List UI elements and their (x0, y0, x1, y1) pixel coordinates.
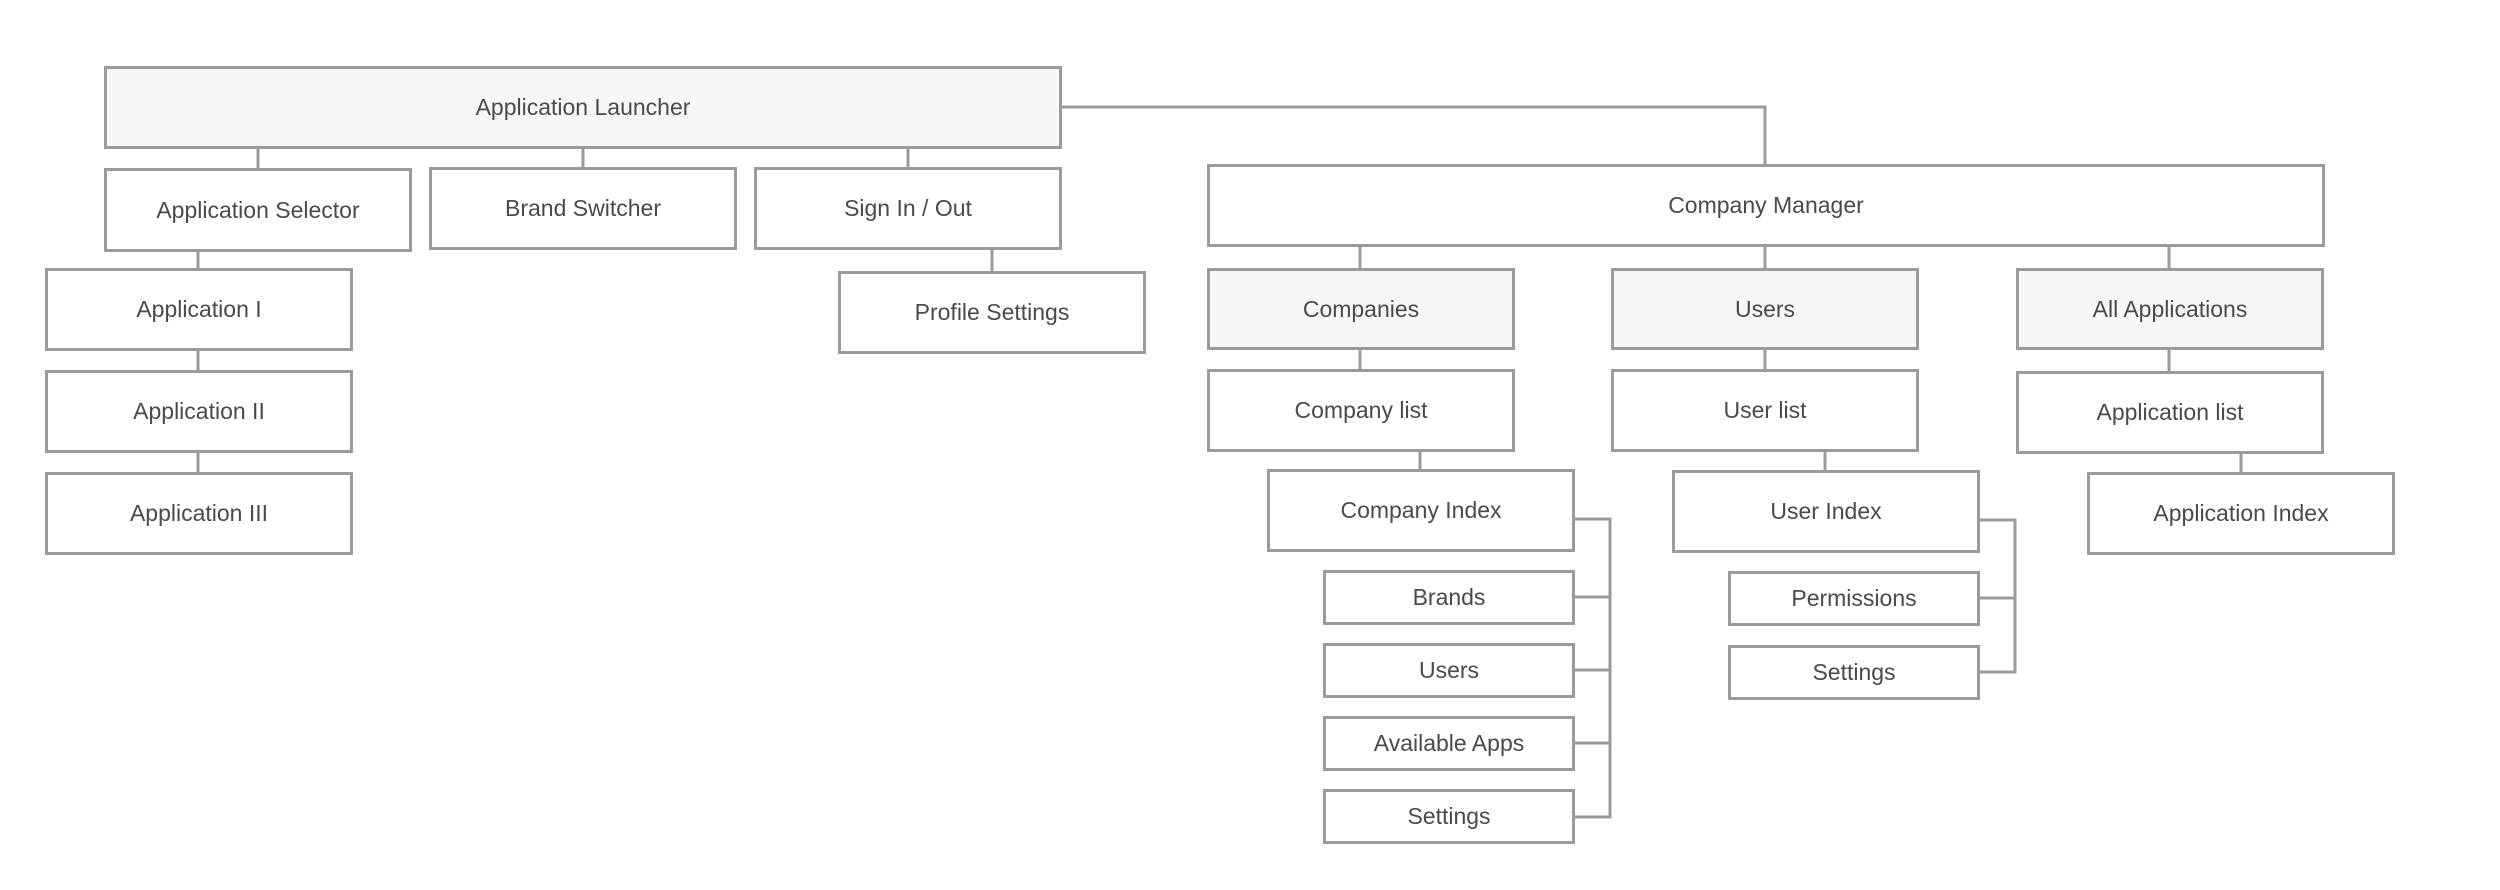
node-label: Application I (136, 296, 262, 322)
node-label: Application Launcher (475, 94, 691, 120)
node-label: Brands (1412, 584, 1486, 610)
node-label: Users (1418, 657, 1480, 683)
node-company-list[interactable]: Company list (1207, 369, 1515, 452)
node-company-brands[interactable]: Brands (1323, 570, 1575, 625)
node-label: Users (1734, 295, 1796, 322)
node-application-3[interactable]: Application III (45, 472, 353, 555)
connector-user-index-branch (1979, 518, 2017, 674)
node-label: Application III (129, 500, 269, 526)
node-label: Application Index (2153, 500, 2329, 526)
node-company-settings[interactable]: Settings (1323, 789, 1575, 844)
node-company-manager[interactable]: Company Manager (1207, 164, 2325, 247)
node-label: Brand Switcher (505, 195, 661, 221)
node-user-permissions[interactable]: Permissions (1728, 571, 1980, 626)
node-application-selector[interactable]: Application Selector (104, 168, 412, 252)
node-users[interactable]: Users (1611, 268, 1919, 350)
node-companies[interactable]: Companies (1207, 268, 1515, 350)
node-application-index[interactable]: Application Index (2087, 472, 2395, 555)
node-company-users[interactable]: Users (1323, 643, 1575, 698)
node-user-index[interactable]: User Index (1672, 470, 1980, 553)
node-brand-switcher[interactable]: Brand Switcher (429, 167, 737, 250)
node-label: All Applications (2092, 295, 2248, 322)
node-label: Available Apps (1373, 730, 1525, 756)
node-label: Settings (1812, 659, 1896, 685)
connector-launcher-to-company-manager (1061, 105, 1767, 164)
node-profile-settings[interactable]: Profile Settings (838, 271, 1146, 354)
node-application-1[interactable]: Application I (45, 268, 353, 351)
node-company-available-apps[interactable]: Available Apps (1323, 716, 1575, 771)
node-all-applications[interactable]: All Applications (2016, 268, 2324, 350)
node-user-settings[interactable]: Settings (1728, 645, 1980, 700)
node-label: Company Manager (1668, 192, 1864, 218)
node-label: Application II (133, 398, 265, 424)
node-application-2[interactable]: Application II (45, 370, 353, 453)
node-label: Settings (1407, 803, 1491, 829)
node-label: Profile Settings (914, 299, 1070, 325)
node-label: Company Index (1340, 497, 1502, 523)
node-label: User list (1723, 397, 1807, 423)
node-application-list[interactable]: Application list (2016, 371, 2324, 454)
node-label: Permissions (1791, 585, 1917, 611)
node-label: Application list (2096, 399, 2244, 425)
node-company-index[interactable]: Company Index (1267, 469, 1575, 552)
connector-company-index-branch (1574, 517, 1612, 819)
node-label: User Index (1770, 498, 1882, 524)
node-user-list[interactable]: User list (1611, 369, 1919, 452)
node-application-launcher[interactable]: Application Launcher (104, 66, 1062, 149)
node-sign-in-out[interactable]: Sign In / Out (754, 167, 1062, 250)
node-label: Application Selector (156, 196, 360, 223)
node-label: Sign In / Out (844, 195, 972, 221)
node-label: Company list (1294, 397, 1428, 423)
node-label: Companies (1302, 295, 1420, 322)
